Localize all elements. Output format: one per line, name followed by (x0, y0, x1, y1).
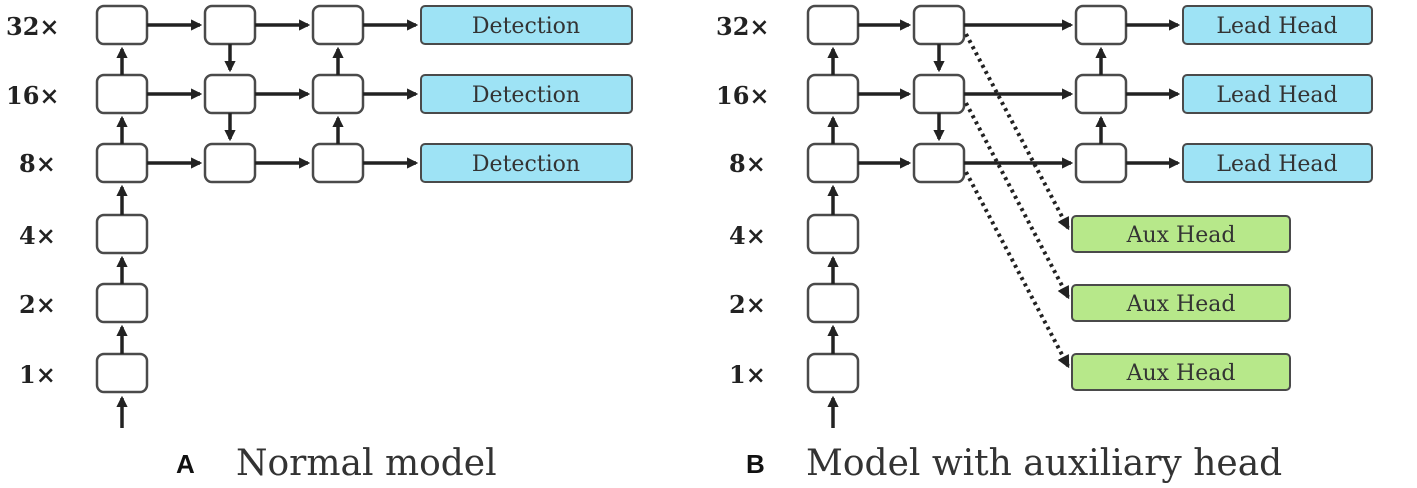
aux-head-2 (1071, 284, 1291, 322)
detection-head-8x (420, 143, 633, 183)
b-neck-node-c1-16x (912, 73, 966, 115)
scale-label-8x: 8× (19, 149, 56, 178)
backbone-node-1x (95, 352, 149, 394)
aux-head-label-3: Aux Head (1126, 361, 1236, 386)
detection-head-label-16x: Detection (472, 83, 580, 108)
scale-label-2x: 2× (19, 290, 56, 319)
b-neck-node-c2-16x (1074, 73, 1128, 115)
neck-node-c1-32x (203, 4, 257, 46)
b-backbone-node-32x (806, 4, 860, 46)
scale-label-4x: 4× (19, 221, 56, 250)
scale-label-b-16x: 16× (716, 81, 770, 110)
scale-label-32x: 32× (6, 12, 60, 41)
neck-node-c1-8x (203, 142, 257, 184)
detection-head-16x (420, 74, 633, 114)
dotted-arrow-32x-to-aux-1 (964, 33, 1070, 231)
lead-head-16x (1182, 74, 1373, 114)
b-backbone-node-4x (806, 213, 860, 255)
lead-head-32x (1182, 5, 1373, 45)
scale-label-b-4x: 4× (729, 221, 766, 250)
caption-b: Model with auxiliary head (806, 443, 1282, 484)
dotted-arrow-16x-to-aux-2 (964, 102, 1070, 300)
aux-head-label-2: Aux Head (1126, 292, 1236, 317)
detection-head-label-32x: Detection (472, 14, 580, 39)
neck-node-c2-8x (311, 142, 365, 184)
backbone-node-2x (95, 282, 149, 324)
b-backbone-node-16x (806, 73, 860, 115)
scale-label-b-32x: 32× (716, 12, 770, 41)
detection-head-label-8x: Detection (472, 152, 580, 177)
aux-head-3 (1071, 353, 1291, 391)
neck-node-c2-16x (311, 73, 365, 115)
b-backbone-node-8x (806, 142, 860, 184)
panel-b: 32× 16× 8× 4× 2× 1× Lead Head Lead Head … (716, 4, 1373, 484)
lead-head-label-8x: Lead Head (1216, 152, 1337, 177)
aux-head-1 (1071, 215, 1291, 253)
lead-head-label-16x: Lead Head (1216, 83, 1337, 108)
lead-head-8x (1182, 143, 1373, 183)
b-neck-node-c1-32x (912, 4, 966, 46)
backbone-node-8x (95, 142, 149, 184)
b-backbone-node-2x (806, 282, 860, 324)
b-neck-node-c1-8x (912, 142, 966, 184)
b-backbone-node-1x (806, 352, 860, 394)
lead-head-label-32x: Lead Head (1216, 14, 1337, 39)
detection-head-32x (420, 5, 633, 45)
panel-a: 32× 16× 8× 4× 2× 1× Detection Detection … (6, 4, 633, 484)
backbone-node-32x (95, 4, 149, 46)
backbone-node-16x (95, 73, 149, 115)
scale-label-1x: 1× (19, 360, 56, 389)
b-neck-node-c2-32x (1074, 4, 1128, 46)
neck-node-c1-16x (203, 73, 257, 115)
backbone-node-4x (95, 213, 149, 255)
neck-node-c2-32x (311, 4, 365, 46)
scale-label-b-2x: 2× (729, 290, 766, 319)
caption-a: Normal model (236, 443, 497, 484)
scale-label-b-8x: 8× (729, 149, 766, 178)
panel-letter-a: A (176, 449, 195, 479)
b-neck-node-c2-8x (1074, 142, 1128, 184)
aux-head-label-1: Aux Head (1126, 223, 1236, 248)
scale-label-b-1x: 1× (729, 360, 766, 389)
dotted-arrow-8x-to-aux-3 (964, 171, 1070, 369)
panel-letter-b: B (746, 449, 765, 479)
scale-label-16x: 16× (6, 81, 60, 110)
